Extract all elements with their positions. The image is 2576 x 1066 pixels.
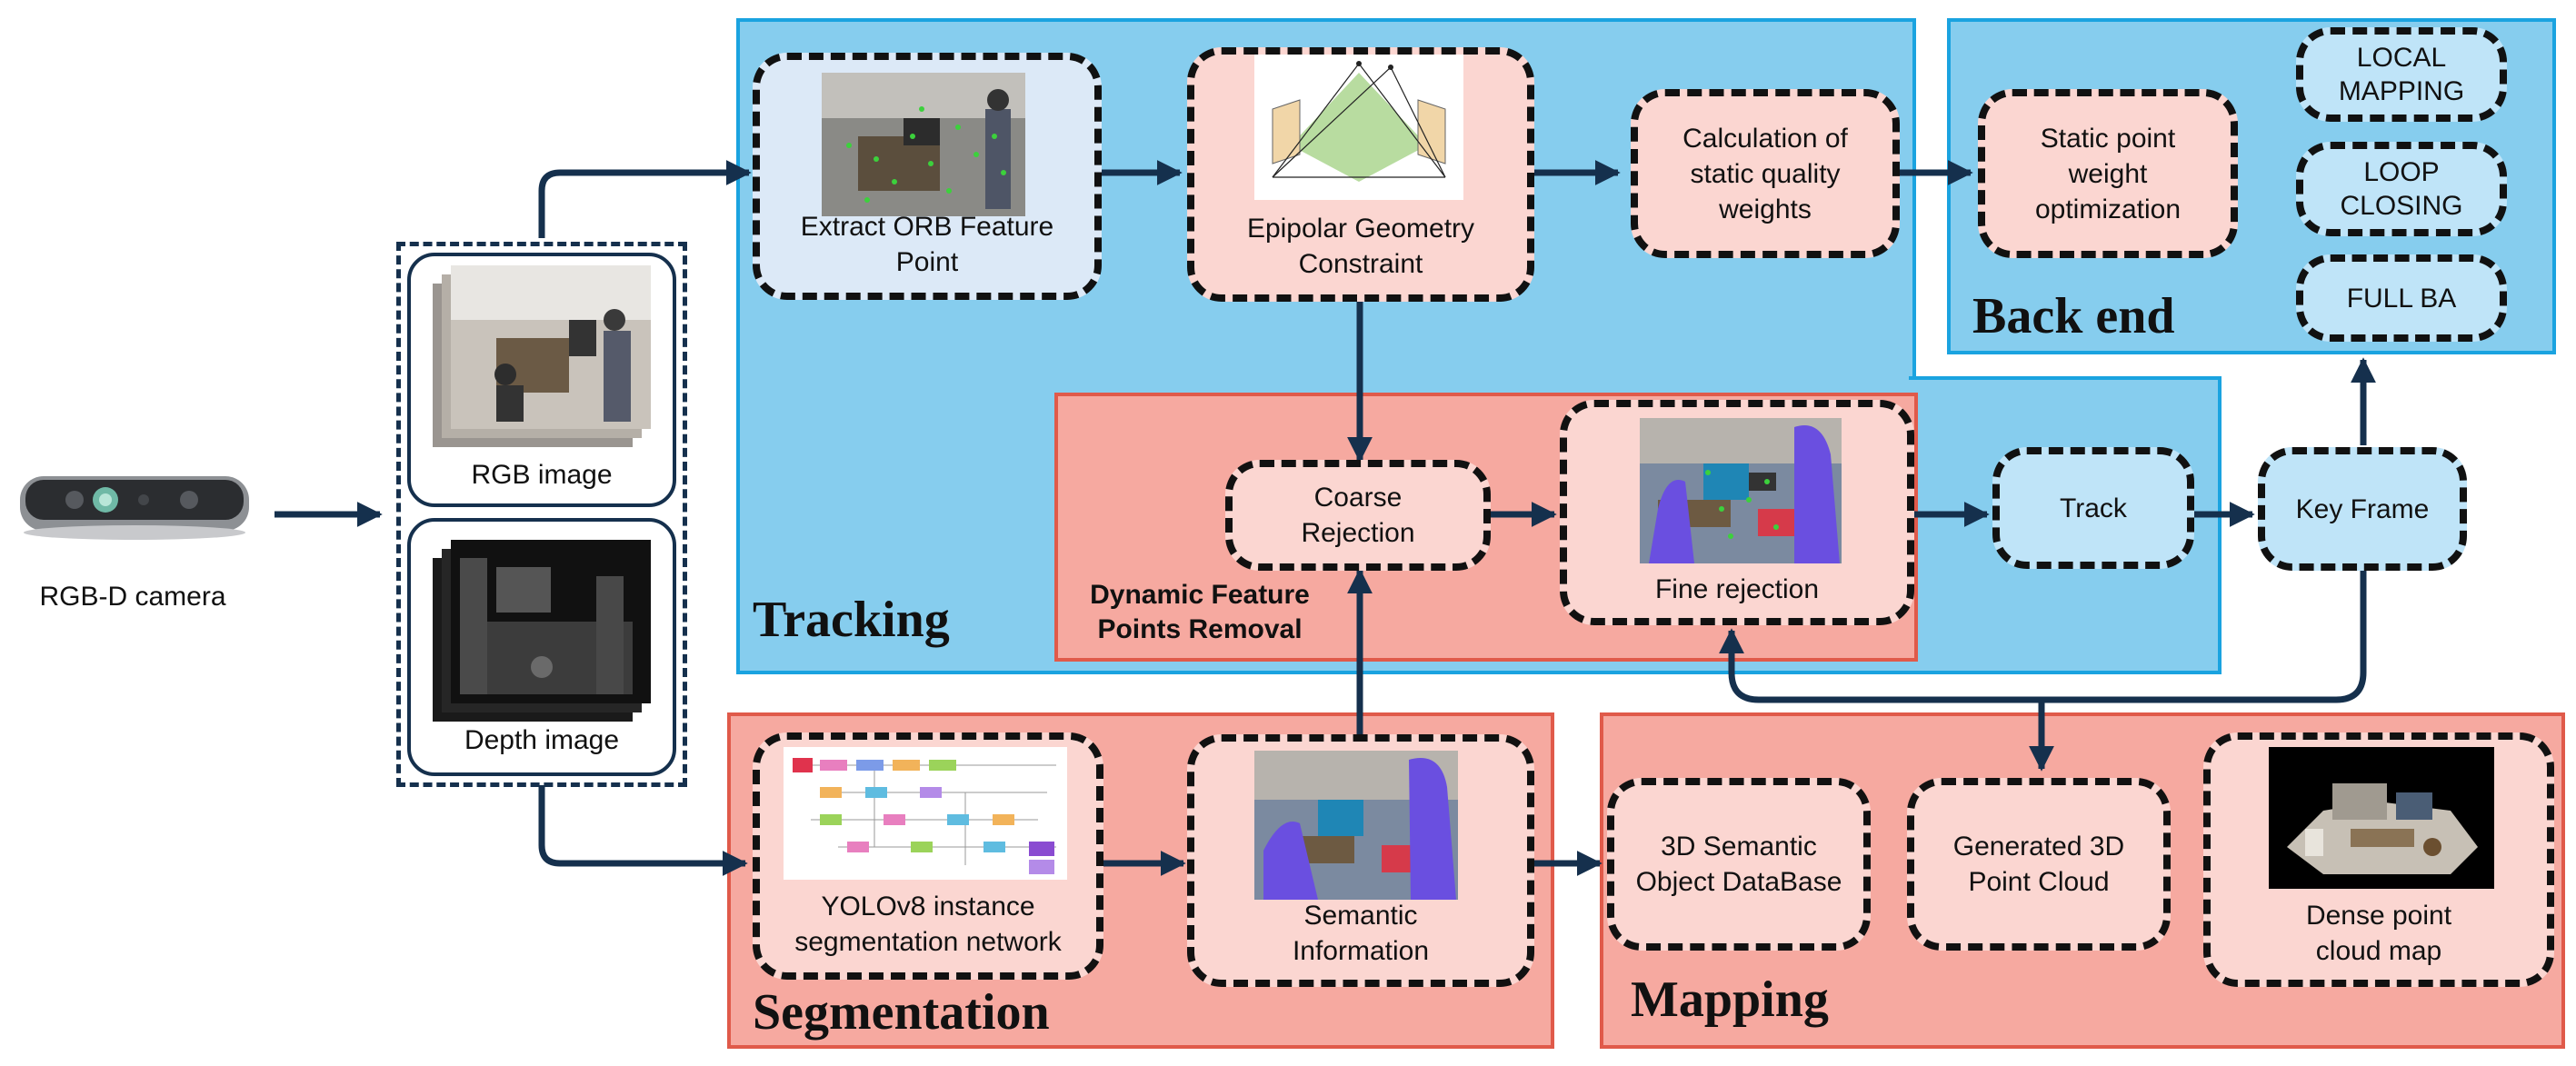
rgb-image-label: RGB image xyxy=(471,460,613,490)
static-optimization-node: Static point weight optimization xyxy=(1978,89,2238,258)
dense-map-thumbnail xyxy=(2269,747,2494,889)
full-ba-label: FULL BA xyxy=(2346,283,2457,314)
tracking-panel-topline xyxy=(1912,373,1916,380)
key-frame-node: Key Frame xyxy=(2258,447,2467,571)
semantic-info-label: Semantic Information xyxy=(1292,901,1430,966)
static-optimization-label: Static point weight optimization xyxy=(2034,123,2182,224)
local-mapping-label: LOCAL MAPPING xyxy=(2338,42,2465,107)
tracking-title: Tracking xyxy=(753,592,950,648)
local-mapping-node: LOCAL MAPPING xyxy=(2296,27,2507,122)
track-node: Track xyxy=(1992,447,2194,569)
back-end-title: Back end xyxy=(1972,288,2175,344)
orb-feature-thumbnail xyxy=(822,73,1025,216)
loop-closing-label: LOOP CLOSING xyxy=(2340,156,2463,222)
segmentation-title: Segmentation xyxy=(753,984,1050,1041)
track-label: Track xyxy=(2060,493,2127,523)
coarse-rejection-label: Coarse Rejection xyxy=(1301,483,1415,548)
full-ba-node: FULL BA xyxy=(2296,254,2507,342)
point-cloud-node: Generated 3D Point Cloud xyxy=(1907,778,2171,951)
rgb-image-thumbnail xyxy=(433,265,651,447)
mapping-title: Mapping xyxy=(1631,971,1829,1028)
loop-closing-node: LOOP CLOSING xyxy=(2296,142,2507,236)
key-frame-label: Key Frame xyxy=(2295,493,2430,524)
orb-feature-label: Extract ORB Feature Point xyxy=(800,212,1054,277)
fine-rejection-thumbnail xyxy=(1640,418,1842,563)
semantic-db-label: 3D Semantic Object DataBase xyxy=(1635,832,1842,897)
coarse-rejection-node: Coarse Rejection xyxy=(1225,460,1491,571)
point-cloud-label: Generated 3D Point Cloud xyxy=(1952,832,2125,897)
yolo-network-thumbnail xyxy=(784,747,1067,880)
semantic-db-node: 3D Semantic Object DataBase xyxy=(1607,778,1871,951)
camera-label: RGB-D camera xyxy=(39,582,226,612)
semantic-info-thumbnail xyxy=(1254,751,1458,900)
static-weights-node: Calculation of static quality weights xyxy=(1631,89,1900,258)
depth-image-label: Depth image xyxy=(464,725,620,755)
depth-image-thumbnail xyxy=(433,540,651,722)
epipolar-label: Epipolar Geometry Constraint xyxy=(1246,214,1475,279)
input-group xyxy=(396,242,687,787)
yolo-label: YOLOv8 instance segmentation network xyxy=(794,892,1062,957)
rgbd-camera-icon xyxy=(20,476,249,540)
epipolar-diagram-thumbnail xyxy=(1254,55,1463,200)
dynamic-removal-title: Dynamic Feature Points Removal xyxy=(1090,580,1310,644)
static-weights-label: Calculation of static quality weights xyxy=(1682,123,1848,224)
fine-rejection-label: Fine rejection xyxy=(1654,574,1820,604)
dense-map-label: Dense point cloud map xyxy=(2305,901,2452,966)
